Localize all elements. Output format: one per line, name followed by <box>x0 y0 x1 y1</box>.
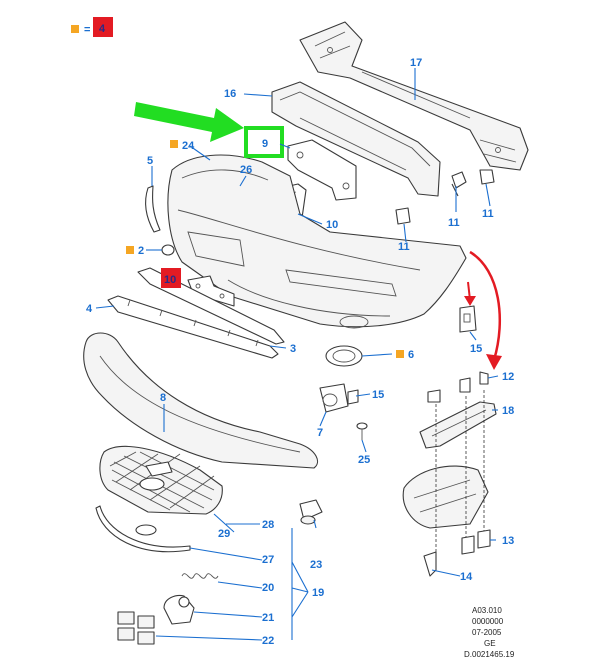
part-29-grille <box>99 445 223 515</box>
part-16-absorber <box>271 81 441 197</box>
callout-2: 2 <box>138 245 144 257</box>
part-25-screw <box>356 422 368 440</box>
callout-20: 20 <box>262 582 274 594</box>
callout-11b: 11 <box>482 208 494 220</box>
callout-21: 21 <box>262 612 274 624</box>
legend: = 4 <box>71 17 113 37</box>
callout-26: 26 <box>240 164 252 176</box>
callout-23: 23 <box>310 559 322 571</box>
callout-4: 4 <box>86 303 93 315</box>
part-21-ring <box>163 594 195 625</box>
callout-28: 28 <box>262 519 274 531</box>
callout-9: 9 <box>262 138 268 150</box>
marker-24 <box>170 140 178 148</box>
info-line-2: 0000000 <box>472 617 504 626</box>
callout-12: 12 <box>502 371 514 383</box>
callout-11a: 11 <box>448 217 460 229</box>
part-6-bezel <box>325 345 363 367</box>
callout-29: 29 <box>218 528 230 540</box>
callout-19: 19 <box>312 587 324 599</box>
callout-8: 8 <box>160 392 166 404</box>
callout-25: 25 <box>358 454 370 466</box>
part-4-grille-strip <box>107 295 279 359</box>
markers <box>126 140 404 358</box>
info-line-5: D.0021465.19 <box>464 650 515 659</box>
callout-14: 14 <box>460 571 473 583</box>
callout-27: 27 <box>262 554 274 566</box>
bolts-11 <box>395 169 495 225</box>
legend-orange-square <box>71 25 79 33</box>
callout-18: 18 <box>502 405 514 417</box>
part-17-reinforcement <box>299 21 529 171</box>
highlight-box-9 <box>244 126 284 158</box>
callout-15a: 15 <box>372 389 384 401</box>
red-arrows <box>464 250 502 370</box>
callout-10b: 10 <box>164 274 176 286</box>
part-7-fog-lamp <box>319 383 349 413</box>
callout-7: 7 <box>317 427 323 439</box>
drawing-info: A03.010 0000000 07-2005 GE D.0021465.19 <box>464 606 515 659</box>
green-pointer <box>134 102 284 158</box>
legend-box-label: 4 <box>99 23 106 35</box>
callout-10: 10 <box>326 219 338 231</box>
part-5-strip <box>144 185 161 233</box>
callout-11c: 11 <box>398 241 410 253</box>
callout-13: 13 <box>502 535 514 547</box>
callout-24: 24 <box>182 140 195 152</box>
callout-16: 16 <box>224 88 236 100</box>
legend-equals: = <box>84 24 90 36</box>
callout-6: 6 <box>408 349 414 361</box>
part-18-rail <box>419 371 497 449</box>
part-8-spoiler <box>83 332 318 469</box>
callout-22: 22 <box>262 635 274 647</box>
part-2-plug <box>161 244 175 256</box>
leader-lines <box>95 68 499 641</box>
info-line-3: 07-2005 <box>472 628 502 637</box>
callout-17: 17 <box>410 57 422 69</box>
part-24-bumper-cover <box>167 154 467 329</box>
info-line-1: A03.010 <box>472 606 502 615</box>
marker-6 <box>396 350 404 358</box>
callout-labels: 17 16 9 24 5 26 11 11 11 10 2 10 4 3 6 1… <box>86 57 514 647</box>
part-15-bracket <box>347 305 477 405</box>
marker-2 <box>126 246 134 254</box>
part-23-sensor <box>299 499 323 525</box>
marker-red-10 <box>161 268 181 288</box>
part-20-spring <box>181 573 219 579</box>
callout-3: 3 <box>290 343 296 355</box>
callout-5: 5 <box>147 155 153 167</box>
part-22-pads <box>117 611 155 645</box>
legend-red-box <box>93 17 113 37</box>
info-line-4: GE <box>484 639 496 648</box>
part-9-bracket <box>287 139 357 201</box>
lower-bracket <box>402 390 491 577</box>
callout-15b: 15 <box>470 343 482 355</box>
